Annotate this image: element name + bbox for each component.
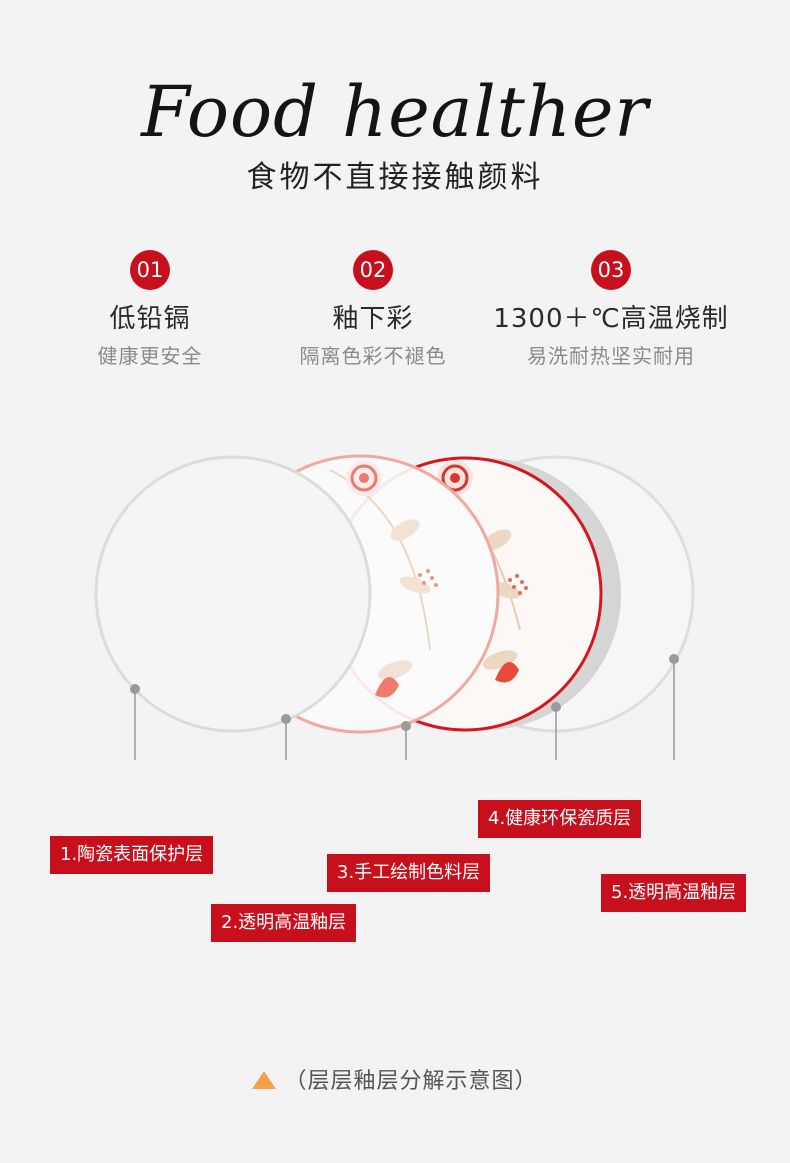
leader-lines [134,659,675,760]
layer-label-1: 1.陶瓷表面保护层 [50,836,214,874]
layer-exploded-diagram [94,454,695,760]
hero-title: Food healther [141,71,649,153]
leader-dots [130,654,679,731]
layer-label-2: 2.透明高温釉层 [211,904,357,942]
feature-number-badge: 03 [591,250,631,290]
flower-icon [346,460,382,496]
layer-label-3: 3.手工绘制色料层 [327,854,491,892]
feature-number-badge: 01 [130,250,170,290]
feature-1: 01 低铅镉 健康更安全 [20,250,280,370]
feature-name: 低铅镉 [109,304,191,334]
caption-text: （层层釉层分解示意图） [284,1069,538,1094]
feature-2: 02 釉下彩 隔离色彩不褪色 [243,250,503,370]
feature-name: 釉下彩 [332,304,414,334]
triangle-icon [252,1071,277,1089]
feature-desc: 易洗耐热坚实耐用 [527,344,695,368]
layer-label-5: 5.透明高温釉层 [601,874,747,912]
feature-desc: 隔离色彩不褪色 [299,344,447,368]
hero-subtitle: 食物不直接接触颜料 [246,160,544,195]
layer-label-4: 4.健康环保瓷质层 [478,800,642,838]
feature-number-badge: 02 [353,250,393,290]
feature-3: 03 1300＋℃高温烧制 易洗耐热坚实耐用 [481,250,741,370]
feature-name: 1300＋℃高温烧制 [493,304,729,334]
feature-desc: 健康更安全 [97,344,203,368]
layer-1-protective-disc [94,455,372,733]
diagram-caption: （层层釉层分解示意图） [0,1064,790,1100]
